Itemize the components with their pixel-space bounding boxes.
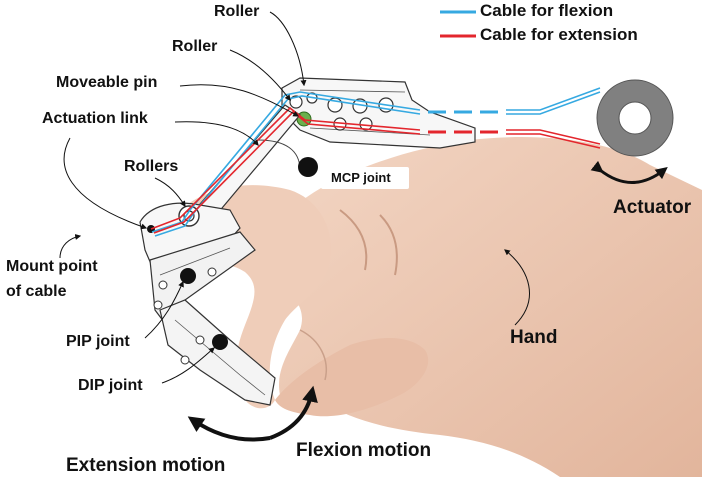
base-plate-detail (299, 89, 406, 93)
leader-roller-second (229, 49, 291, 101)
actuator-label: Actuator (613, 197, 692, 218)
roller-top-label: Roller (214, 3, 260, 20)
leader-mount-point (63, 137, 148, 230)
leader-roller-top (269, 11, 307, 87)
hand-label: Hand (510, 327, 558, 348)
mcp-joint-label: MCP joint (331, 170, 391, 185)
distal-segment (159, 299, 276, 406)
mcp-joint-label-box (321, 167, 409, 189)
leader-mount-point-lower (59, 234, 82, 259)
actuator-rotation-arrow (590, 160, 668, 184)
legend-flexion-label: Cable for flexion (480, 1, 614, 20)
extension-motion-label: Extension motion (66, 455, 226, 476)
moveable-pin-label: Moveable pin (56, 74, 158, 91)
leader-pip (144, 280, 184, 339)
flexion-motion-arrow (269, 385, 318, 440)
rollers-label: Rollers (124, 158, 179, 175)
segment-holes (153, 267, 217, 365)
leader-hand (504, 249, 530, 326)
hand-illustration (177, 137, 702, 477)
thumb-crease (299, 329, 327, 381)
leader-actuation-link (174, 121, 259, 146)
knuckle-crease (379, 214, 398, 276)
dip-joint-marker (212, 334, 228, 350)
knuckle-crease (339, 209, 368, 271)
leader-rollers (154, 177, 186, 208)
leader-lines (59, 11, 530, 384)
roller-second-label: Roller (172, 38, 218, 55)
actuation-link-label: Actuation link (42, 110, 148, 127)
mount-point-label-line2: of cable (6, 283, 67, 300)
mcp-joint-marker (298, 157, 318, 177)
extension-motion-arrow (187, 416, 271, 442)
actuator-hub (618, 101, 652, 135)
base-plate (281, 77, 476, 149)
dip-joint-label: DIP joint (78, 377, 143, 394)
mount-point-label-line1: Mount point (6, 258, 98, 275)
middle-inner (159, 247, 231, 276)
leader-dip (161, 347, 215, 384)
legend-extension-label: Cable for extension (480, 25, 638, 44)
pip-joint-label: PIP joint (66, 333, 130, 350)
flexion-motion-label: Flexion motion (296, 440, 432, 461)
actuator (590, 79, 674, 184)
leader-moveable-pin (179, 84, 300, 117)
pip-joint-marker (180, 268, 196, 284)
